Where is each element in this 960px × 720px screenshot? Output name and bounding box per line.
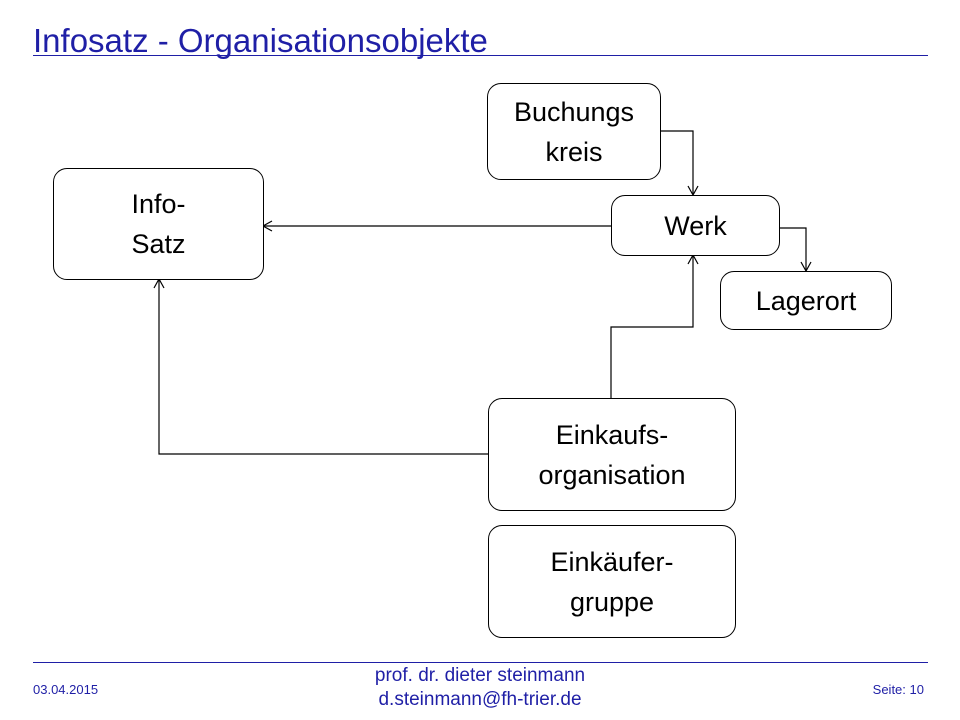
footer-page-value: 10 [909, 682, 924, 697]
edge-einkaufsorg-werk [610, 256, 694, 398]
title-divider [33, 55, 928, 56]
edge-einkaufsorg-infosatz [158, 280, 489, 455]
node-infosatz: Info- Satz [53, 168, 264, 280]
edge-werk-lagerort [779, 227, 807, 270]
node-lagerort: Lagerort [720, 271, 892, 330]
node-lagerort-label: Lagerort [755, 285, 857, 316]
footer-author-name: prof. dr. dieter steinmann [374, 665, 586, 686]
footer-author-email: d.steinmann@fh-trier.de [378, 689, 582, 710]
footer-divider [33, 662, 928, 663]
node-werk-label: Werk [664, 210, 727, 241]
node-werk: Werk [611, 195, 780, 256]
node-buchungskreis-line2: kreis [545, 136, 603, 167]
node-einkaeufergruppe: Einkäufer- gruppe [488, 525, 736, 638]
footer-author: prof. dr. dieter steinmann d.steinmann@f… [280, 664, 680, 712]
footer-page-label: Seite: [872, 682, 906, 697]
node-buchungskreis-line1: Buchungs [513, 96, 635, 127]
node-einkaeufergruppe-line2: gruppe [569, 586, 655, 617]
node-buchungskreis: Buchungs kreis [487, 83, 661, 180]
node-einkaeufergruppe-line1: Einkäufer- [550, 546, 674, 577]
slide-title: Infosatz - Organisationsobjekte [33, 22, 488, 59]
node-infosatz-line1: Info- [131, 189, 186, 219]
node-einkaufsorganisation-line1: Einkaufs- [555, 419, 669, 450]
footer-page-number: Seite: 10 [873, 682, 924, 697]
node-infosatz-line2: Satz [131, 229, 186, 259]
edge-buchungskreis-werk [660, 130, 694, 194]
node-einkaufsorganisation-line2: organisation [538, 459, 686, 490]
footer-date: 03.04.2015 [33, 682, 99, 697]
node-einkaufsorganisation: Einkaufs- organisation [488, 398, 736, 511]
